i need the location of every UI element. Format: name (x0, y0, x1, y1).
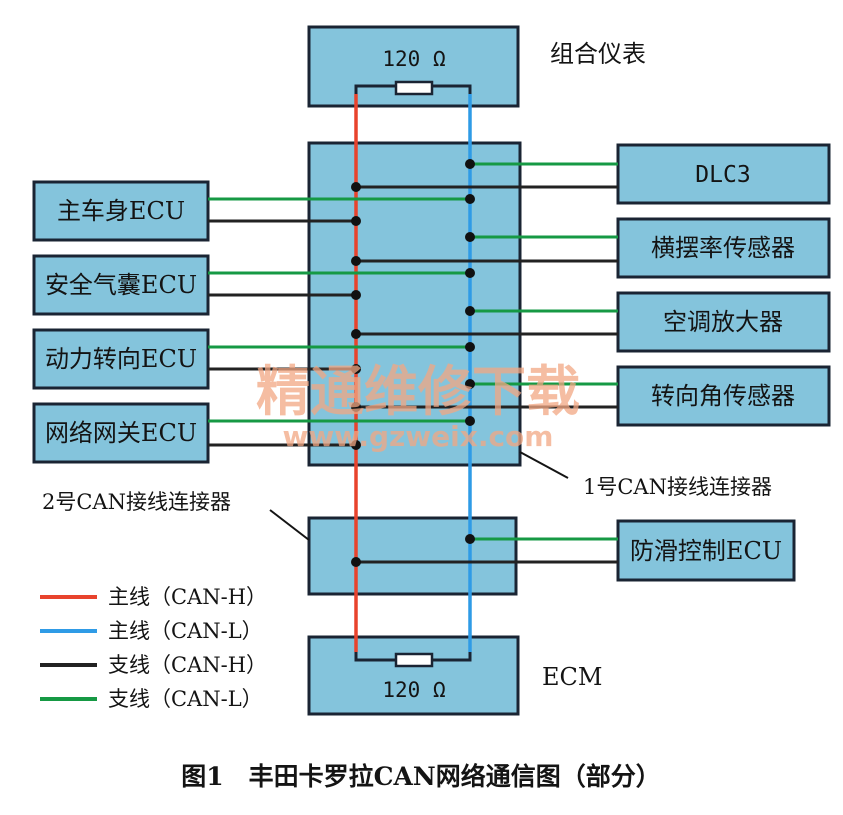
top-resistor-symbol (394, 80, 434, 96)
gateway-ecu-label: 网络网关ECU (45, 419, 197, 447)
connector-1-label: 1号CAN接线连接器 (583, 475, 772, 499)
figure-caption: 图1 丰田卡罗拉CAN网络通信图（部分） (181, 762, 661, 791)
abs-ecu-box (616, 519, 796, 582)
top-resistor-label: 120 Ω (382, 47, 445, 71)
left-ecu-0: 主车身ECU (32, 180, 210, 242)
junction-dot (465, 194, 475, 204)
ac-amplifier-label: 空调放大器 (663, 308, 783, 336)
bottom-resistor-lead-h (354, 652, 396, 662)
abs-ecu-label: 防滑控制ECU (630, 537, 782, 565)
dlc3-label: DLC3 (695, 162, 750, 188)
left-ecu-1: 安全气囊ECU (32, 254, 210, 316)
can-connector-1-box (307, 141, 522, 467)
junction-dot (465, 534, 475, 544)
bottom-module: 120 Ω (307, 635, 520, 716)
junction-dot (351, 290, 361, 300)
right-ecu-0: DLC3 (616, 143, 831, 205)
steering-angle-sensor-box (616, 365, 831, 427)
junction-dot (351, 557, 361, 567)
junction-dot (465, 342, 475, 352)
left-ecu-3: 网络网关ECU (32, 402, 210, 464)
connector-2-label: 2号CAN接线连接器 (42, 490, 231, 514)
body-ecu-label: 主车身ECU (57, 197, 185, 225)
junction-dot (351, 216, 361, 226)
junction-dot (351, 256, 361, 266)
left-ecu-2: 动力转向ECU (32, 328, 210, 390)
power-steering-ecu-box (32, 328, 210, 390)
ecm-label: ECM (542, 663, 602, 691)
yaw-rate-sensor-box (616, 217, 831, 279)
right-ecu-3: 转向角传感器 (616, 365, 831, 427)
bottom-resistor-lead-l (432, 652, 472, 662)
right-ecu-1: 横摆率传感器 (616, 217, 831, 279)
top-resistor-lead-h (354, 84, 396, 94)
watermark-line-1: 精通维修下载 (256, 360, 580, 423)
left-branches (208, 197, 470, 447)
dlc3-box (616, 143, 831, 205)
yaw-rate-sensor-label: 横摆率传感器 (651, 234, 795, 262)
junction-dot (351, 329, 361, 339)
connector-2-leader (269, 509, 310, 541)
junction-dot (465, 159, 475, 169)
ecm-box (307, 635, 520, 716)
legend-label-main-can-l: 主线（CAN-L） (108, 619, 263, 643)
junction-dot (465, 306, 475, 316)
gateway-ecu-box (32, 402, 210, 464)
junction-dot (351, 440, 361, 450)
top-resistor-lead-l (432, 84, 472, 94)
legend-label-branch-can-h: 支线（CAN-H） (108, 653, 267, 677)
abs-ecu: 防滑控制ECU (616, 519, 796, 582)
legend-label-main-can-h: 主线（CAN-H） (108, 585, 267, 609)
junction-dot (351, 182, 361, 192)
junction-dot (465, 232, 475, 242)
right-ecu-2: 空调放大器 (616, 291, 831, 353)
instrument-cluster-label: 组合仪表 (550, 40, 646, 68)
watermark-line-2: www.gzweix.com (283, 420, 554, 453)
can-connector-2-box (307, 516, 518, 596)
junction-dot (465, 268, 475, 278)
bottom-resistor-label: 120 Ω (382, 678, 445, 702)
bottom-resistor-symbol (394, 652, 434, 668)
legend-label-branch-can-l: 支线（CAN-L） (108, 687, 263, 711)
junction-dot (351, 402, 361, 412)
ac-amplifier-box (616, 291, 831, 353)
body-ecu-box (32, 180, 210, 242)
junction-dots (351, 159, 475, 567)
connector-1-leader (519, 451, 569, 479)
power-steering-ecu-label: 动力转向ECU (45, 345, 197, 373)
airbag-ecu-box (32, 254, 210, 316)
airbag-ecu-label: 安全气囊ECU (45, 271, 197, 299)
legend: 主线（CAN-H） 主线（CAN-L） 支线（CAN-H） 支线（CAN-L） (40, 585, 267, 711)
steering-angle-sensor-label: 转向角传感器 (651, 382, 795, 410)
junction-dot (351, 364, 361, 374)
top-module: 120 Ω (307, 25, 520, 108)
watermark: 精通维修下载 www.gzweix.com (256, 360, 580, 453)
junction-dot (465, 379, 475, 389)
right-branches (356, 162, 618, 564)
junction-dot (465, 416, 475, 426)
